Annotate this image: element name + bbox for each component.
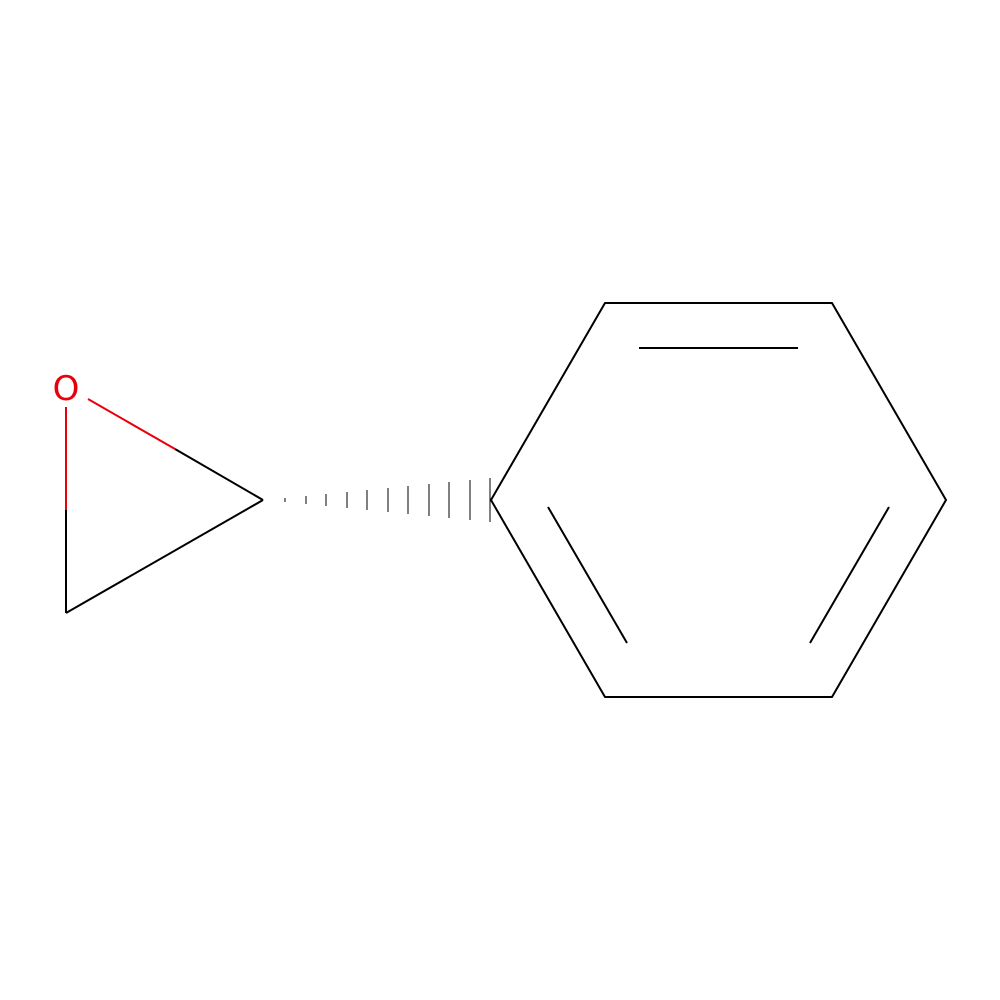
- bond-ch2-ch: [65, 499, 264, 614]
- benzene-ring: [489, 302, 948, 698]
- hashed-wedge-bond: [284, 478, 491, 522]
- bond-o-ch-black: [174, 448, 264, 501]
- aromatic-inner-bond-lower-right: [809, 506, 890, 644]
- oxygen-atom-label: O: [53, 369, 80, 409]
- bond-o-ch-red: [87, 398, 176, 450]
- aromatic-inner-bond-lower-left: [547, 506, 628, 644]
